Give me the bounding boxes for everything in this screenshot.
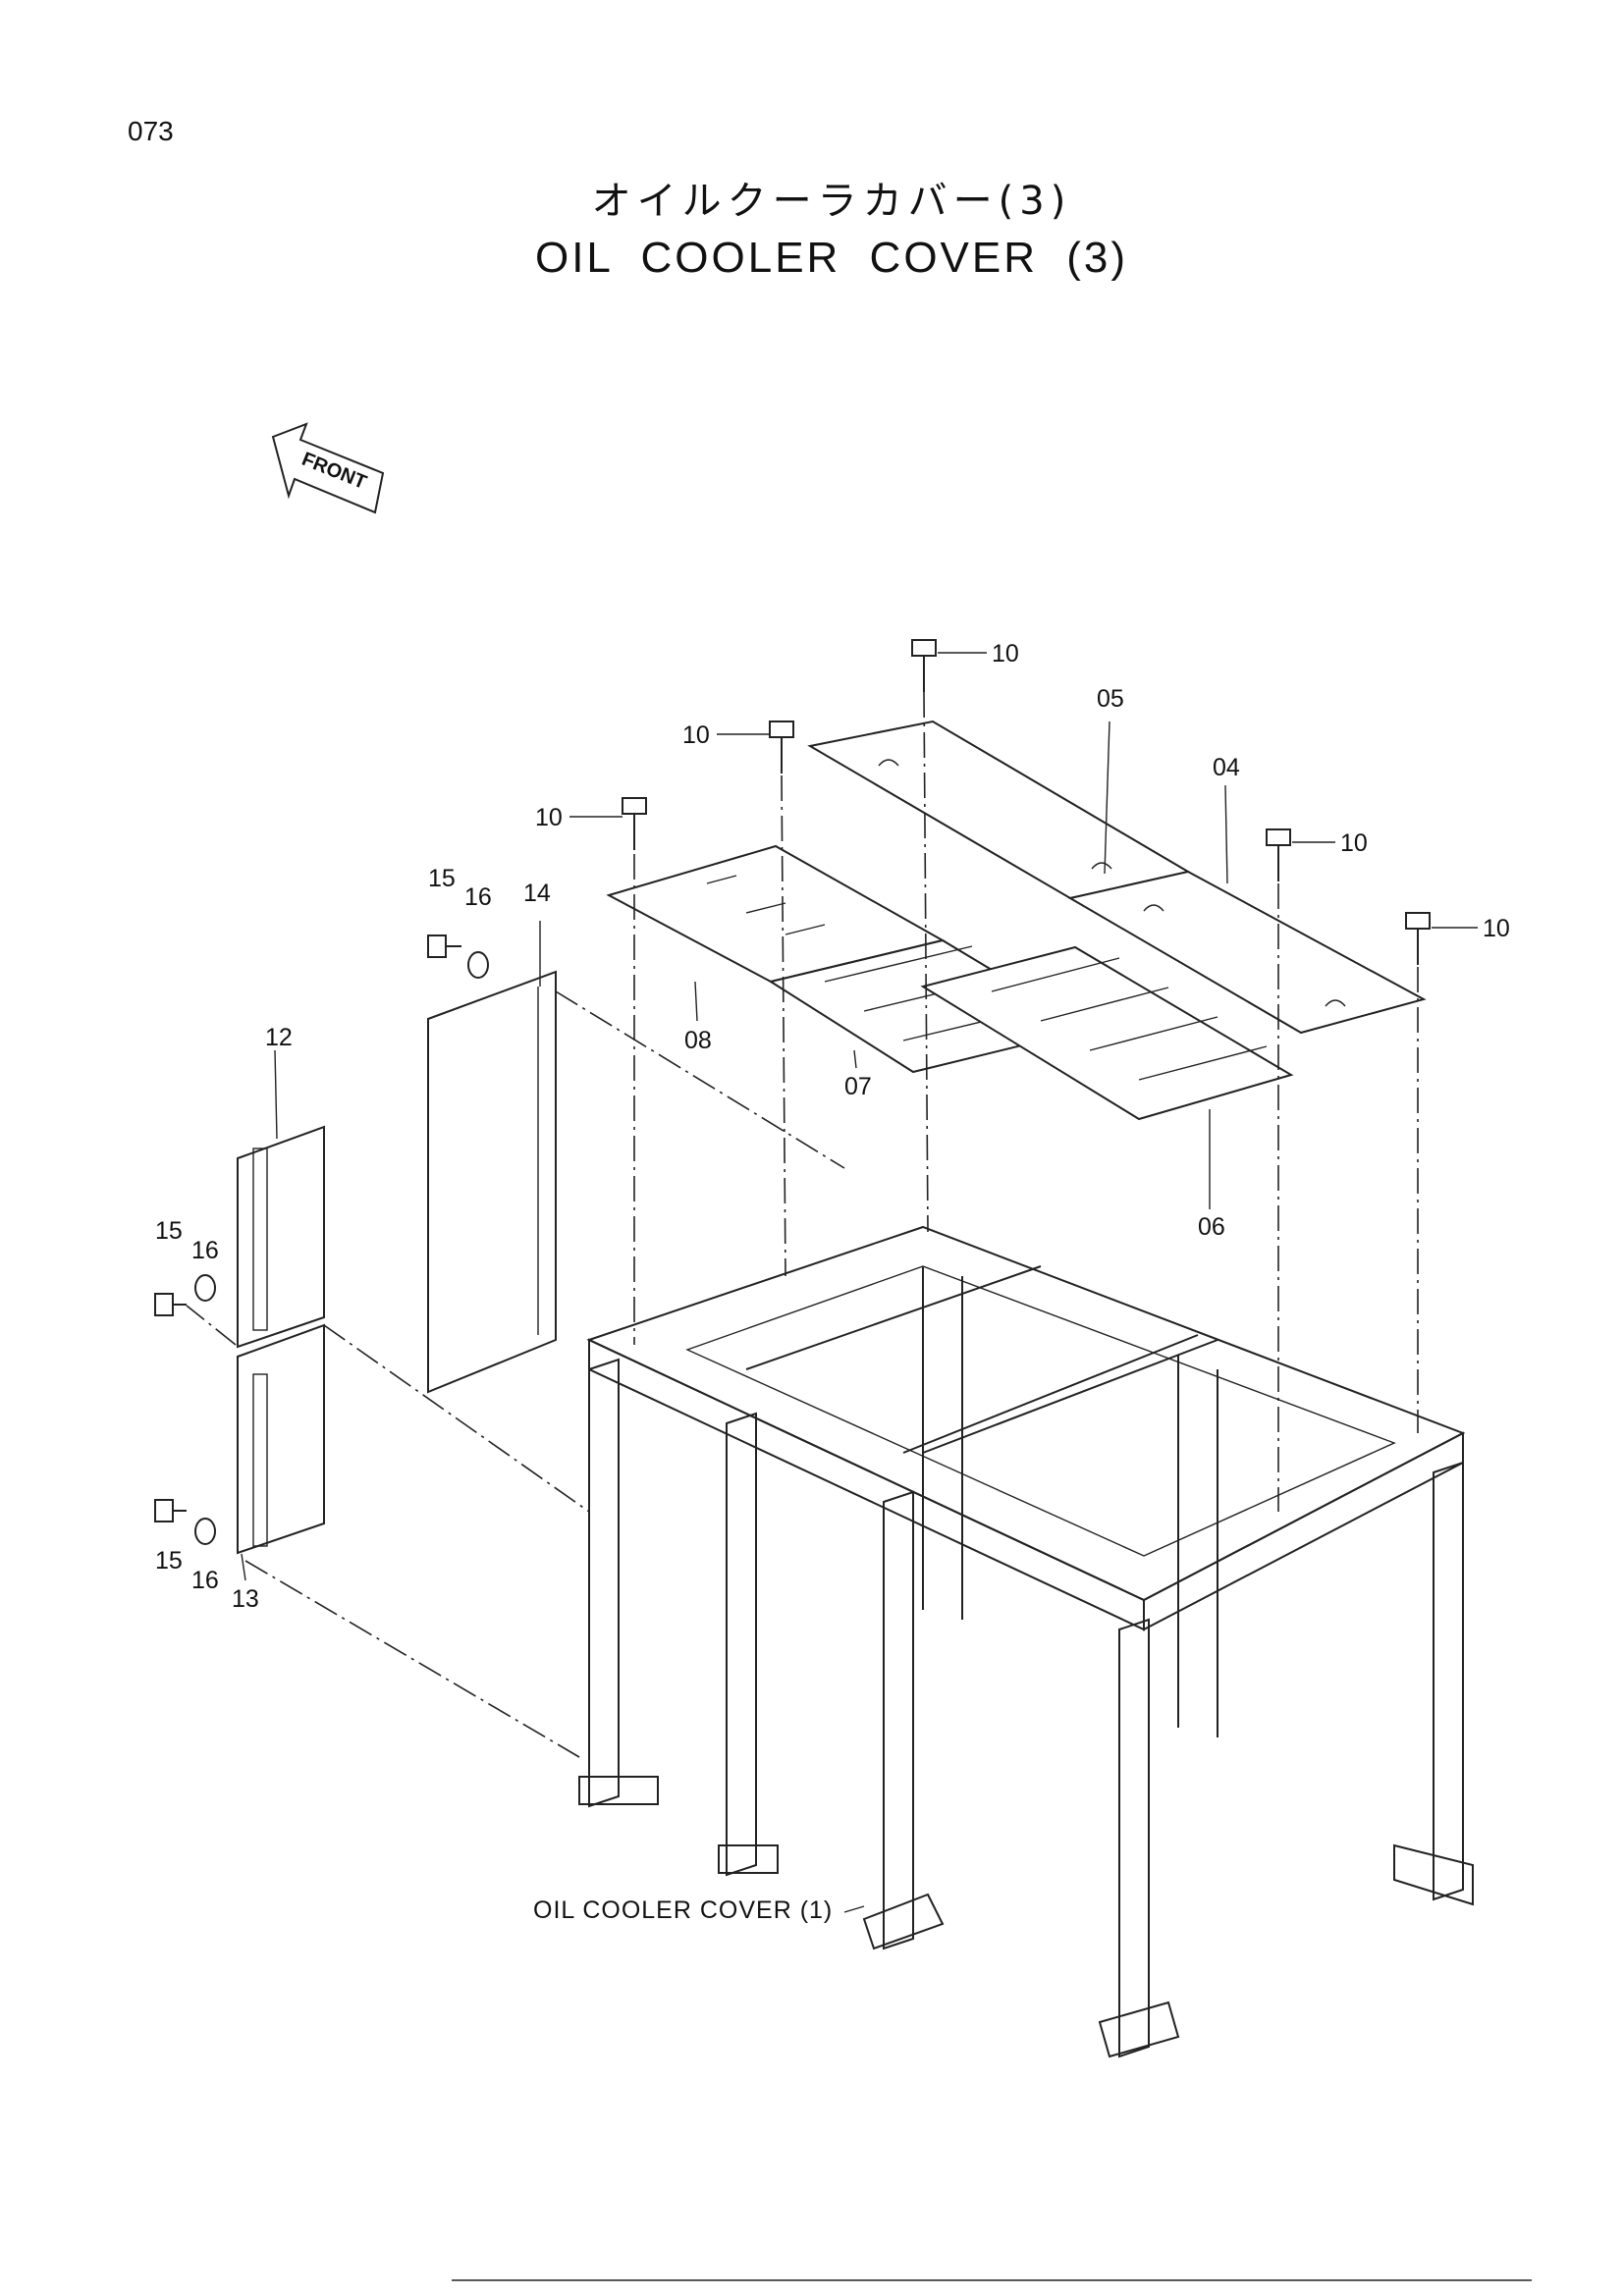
side-panel-13	[237, 1323, 325, 1555]
callout-bolt-15-upper: 15	[428, 865, 456, 892]
title-english: OIL COOLER COVER (3)	[534, 234, 1129, 282]
callout-panel-14: 14	[523, 880, 551, 907]
washer-icon	[194, 1274, 216, 1302]
callout-panel-05: 05	[1097, 685, 1124, 713]
callout-panel-06: 06	[1198, 1213, 1225, 1241]
bolt-icon	[427, 934, 461, 958]
bolt-icon	[622, 797, 647, 850]
callout-panel-12: 12	[265, 1024, 293, 1051]
side-panel-14	[427, 970, 557, 1394]
washer-icon	[467, 951, 489, 979]
bolt-icon	[769, 721, 794, 774]
front-arrow-icon: FRONT	[271, 422, 385, 514]
leader-lines	[241, 652, 1478, 1581]
callout-washer-16-upper: 16	[464, 883, 492, 911]
alignment-lines	[186, 691, 1419, 1758]
side-panel-12	[237, 1125, 325, 1349]
callout-panel-08: 08	[684, 1027, 712, 1054]
bolt-icon	[154, 1293, 187, 1316]
callout-panel-13: 13	[232, 1585, 259, 1613]
bolt-icon	[154, 1499, 187, 1522]
callout-washer-16-mid: 16	[191, 1237, 219, 1264]
callout-panel-04: 04	[1213, 754, 1240, 781]
top-panel-05	[807, 720, 1191, 900]
bolt-icon	[911, 639, 937, 692]
callout-bolt-15-lower: 15	[155, 1547, 183, 1575]
callout-bolt-top-3: 10	[535, 804, 563, 831]
page-number: 073	[128, 116, 174, 146]
frame-structure	[578, 1225, 1474, 2058]
callout-washer-16-lower: 16	[191, 1567, 219, 1594]
reference-note: OIL COOLER COVER (1)	[533, 1896, 833, 1924]
front-arrow-label: FRONT	[298, 449, 369, 494]
title-japanese: オイルクーラカバー(3)	[591, 179, 1072, 224]
callout-panel-07: 07	[844, 1073, 872, 1100]
callout-bolt-top-1: 10	[992, 640, 1019, 667]
callout-bolt-top-2: 10	[682, 721, 710, 749]
top-panel-06	[920, 945, 1294, 1121]
top-panel-04	[1067, 870, 1427, 1035]
callout-bolt-right-1: 10	[1340, 829, 1368, 857]
callout-bolt-15-mid: 15	[155, 1217, 183, 1245]
bolt-icon	[1405, 912, 1431, 965]
washer-icon	[194, 1518, 216, 1545]
callout-bolt-right-2: 10	[1483, 915, 1510, 942]
bolt-icon	[1266, 828, 1291, 881]
